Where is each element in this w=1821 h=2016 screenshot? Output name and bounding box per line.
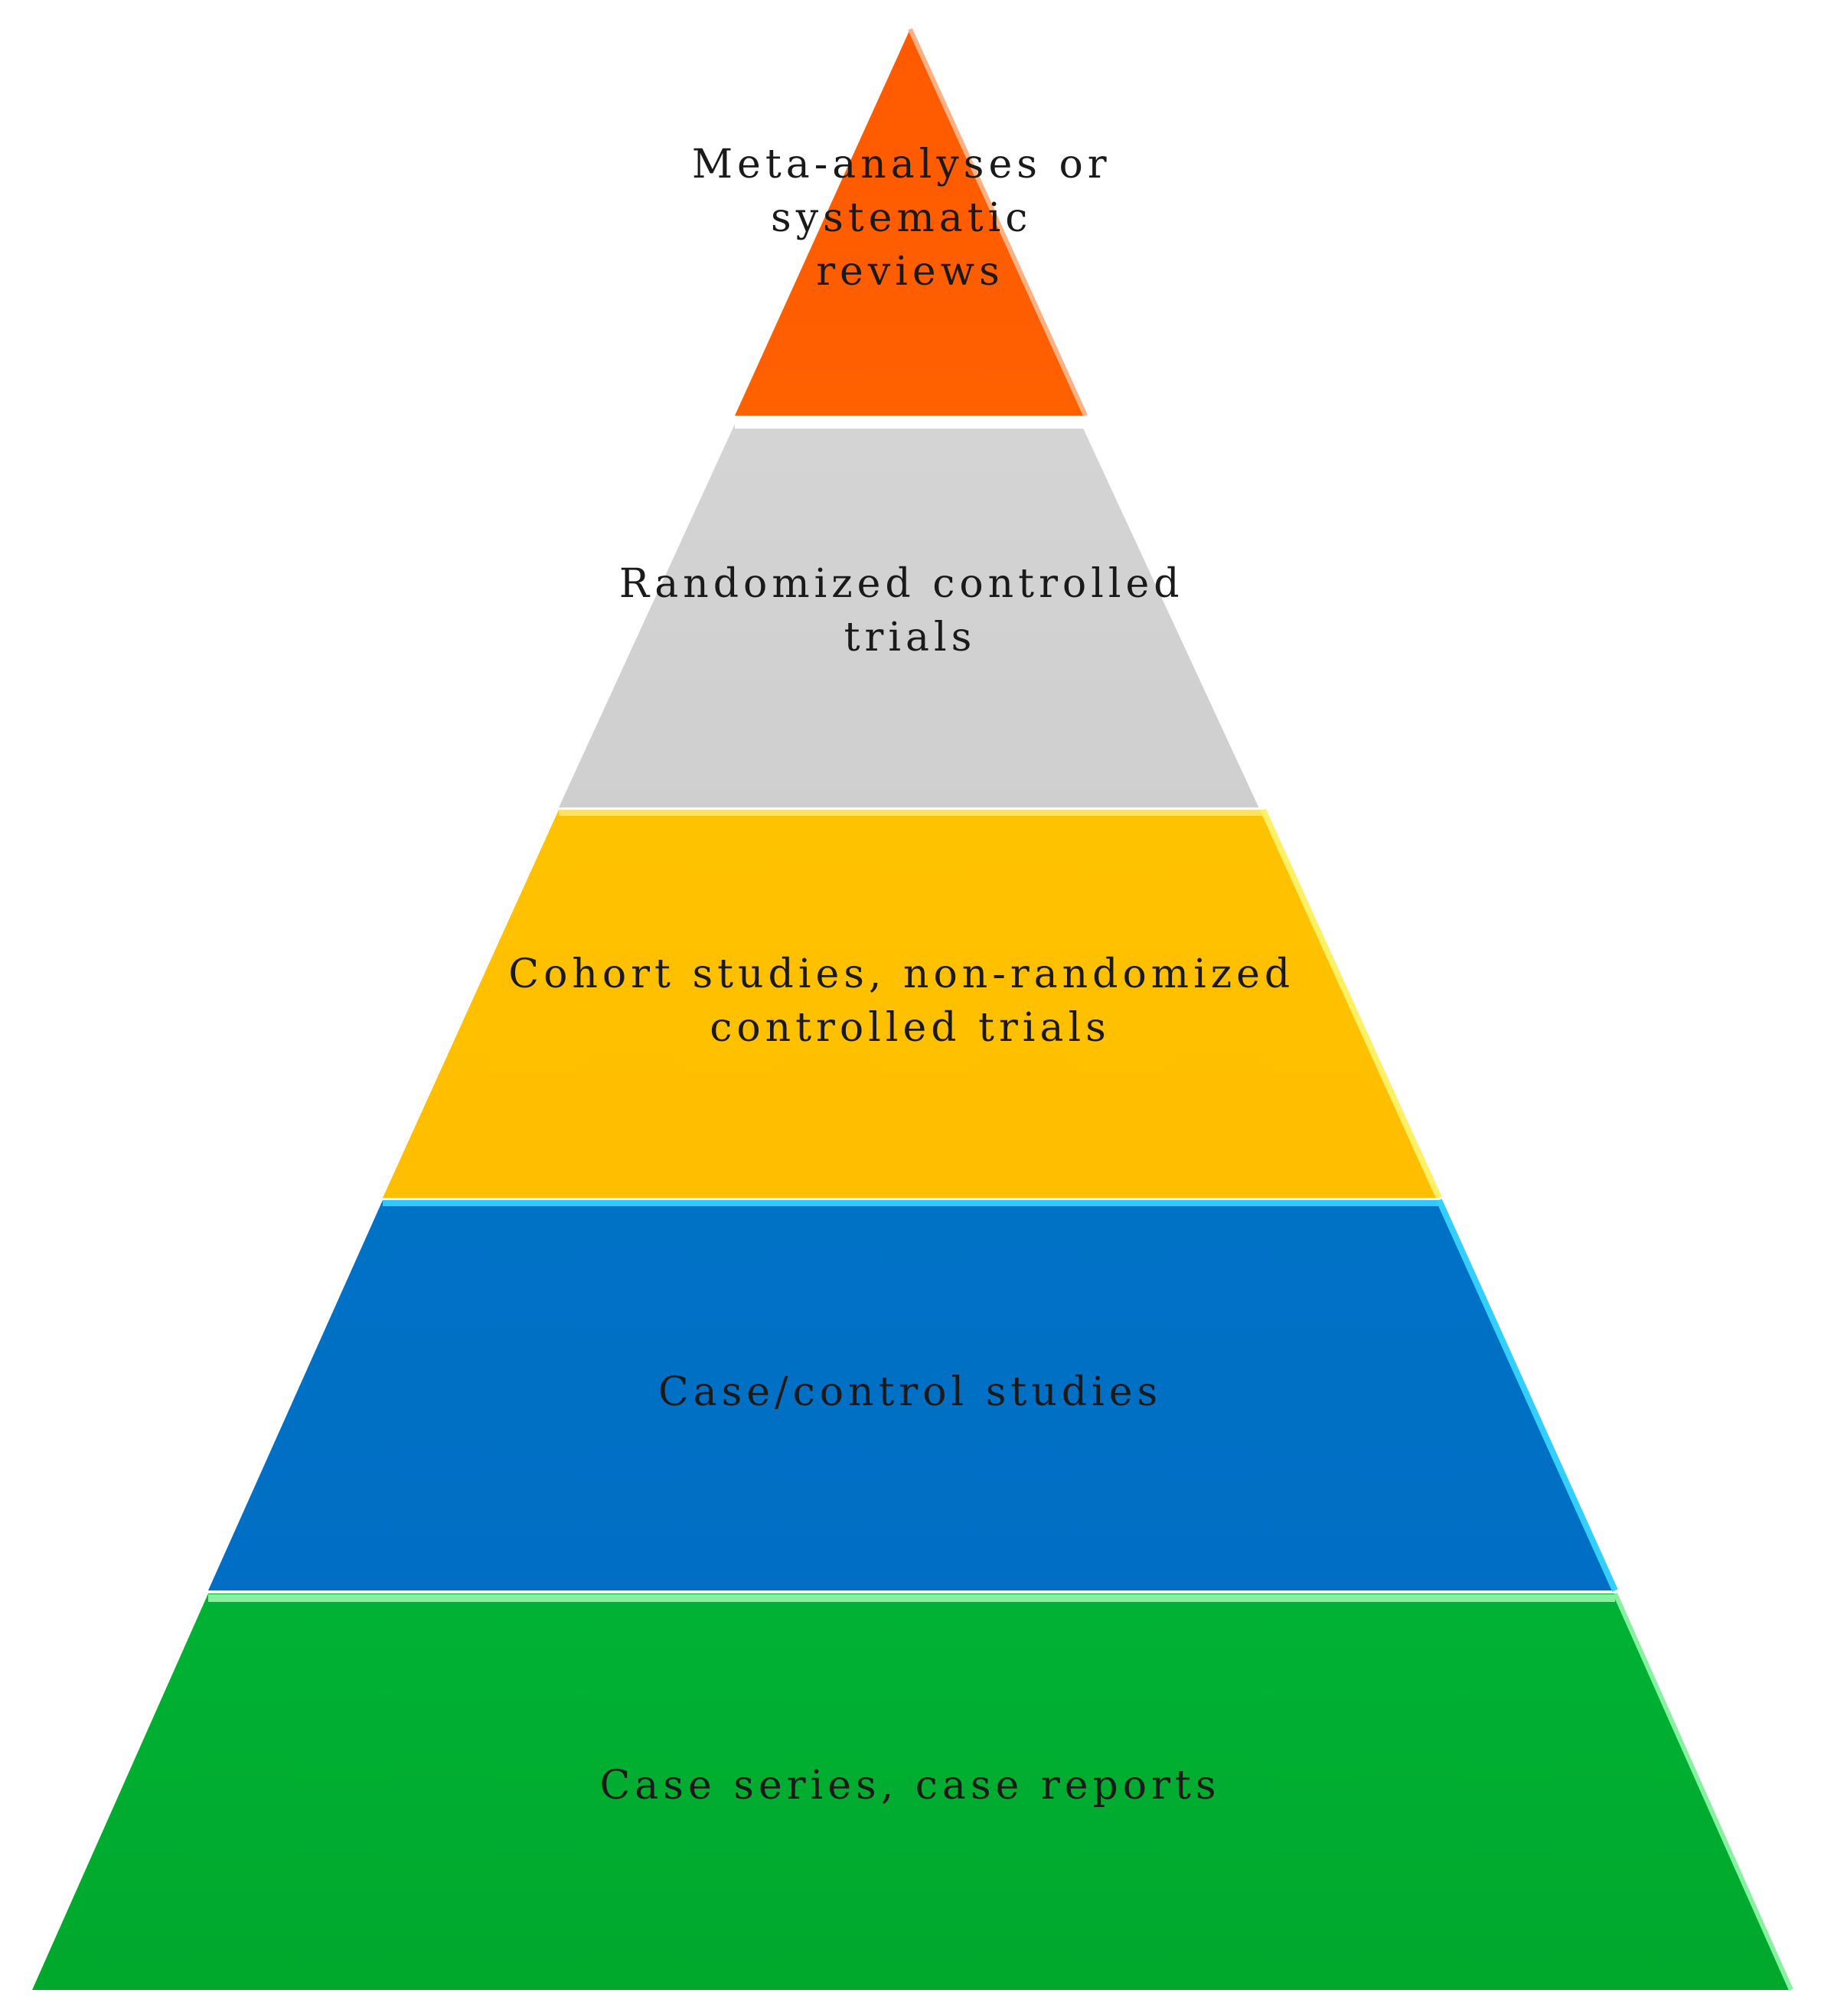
tier-label-line: systematic — [771, 195, 1032, 241]
tier-cohort-studies: Cohort studies, non-randomized controlle… — [383, 808, 1442, 1199]
tier-label: Meta-analyses or systematic reviews — [692, 142, 1128, 295]
tier-shape — [32, 1594, 1791, 1990]
tier-bevel — [908, 28, 1088, 417]
tier-label: Randomized controlled trials — [619, 561, 1201, 661]
tier-shape — [559, 424, 1263, 807]
tier-case-control-studies: Case/control studies — [208, 1199, 1618, 1592]
tier-shape — [208, 1200, 1615, 1590]
tier-meta-analyses: Meta-analyses or systematic reviews — [692, 28, 1128, 417]
tier-label: Case/control studies — [658, 1369, 1162, 1415]
tier-randomized-trials: Randomized controlled trials — [559, 422, 1267, 810]
tier-bevel — [1082, 422, 1267, 810]
tier-bevel — [1613, 1592, 1793, 1992]
tier-label-line: Meta-analyses or — [692, 142, 1111, 188]
tier-case-series: Case series, case reports — [32, 1592, 1793, 1992]
tier-label-line: Randomized controlled — [619, 561, 1184, 607]
tier-label-line: trials — [844, 615, 977, 661]
tier-bevel — [1436, 1199, 1618, 1592]
tier-label: Case series, case reports — [599, 1763, 1220, 1809]
tier-label-line: controlled trials — [710, 1005, 1111, 1051]
tier-shape — [735, 29, 1085, 416]
tier-label-line: reviews — [816, 249, 1004, 295]
tier-shape — [383, 810, 1439, 1198]
tier-label-line: Case/control studies — [658, 1369, 1162, 1415]
tier-bevel — [1260, 808, 1442, 1199]
tier-label: Cohort studies, non-randomized controlle… — [508, 951, 1311, 1051]
tier-label-line: Case series, case reports — [599, 1763, 1220, 1809]
tier-label-line: Cohort studies, non-randomized — [508, 951, 1294, 997]
